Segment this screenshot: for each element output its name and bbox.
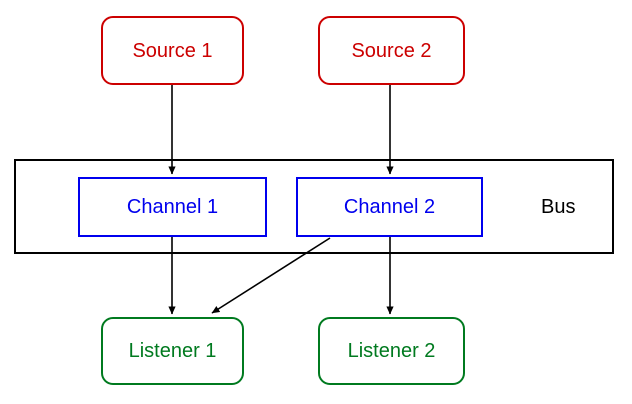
node-listener-1-label: Listener 1 bbox=[128, 340, 217, 362]
bus-label: Bus bbox=[541, 196, 576, 218]
node-source-2-label: Source 2 bbox=[351, 39, 432, 62]
node-listener-2-label: Listener 2 bbox=[347, 340, 436, 362]
node-channel-2[interactable]: Channel 2 bbox=[296, 177, 483, 237]
node-source-1-label: Source 1 bbox=[132, 39, 213, 62]
node-source-2[interactable]: Source 2 bbox=[318, 16, 465, 85]
node-channel-2-label: Channel 2 bbox=[343, 196, 436, 218]
node-listener-2[interactable]: Listener 2 bbox=[318, 317, 465, 385]
node-channel-1-label: Channel 1 bbox=[126, 196, 219, 218]
node-channel-1[interactable]: Channel 1 bbox=[78, 177, 267, 237]
node-source-1[interactable]: Source 1 bbox=[101, 16, 244, 85]
node-listener-1[interactable]: Listener 1 bbox=[101, 317, 244, 385]
